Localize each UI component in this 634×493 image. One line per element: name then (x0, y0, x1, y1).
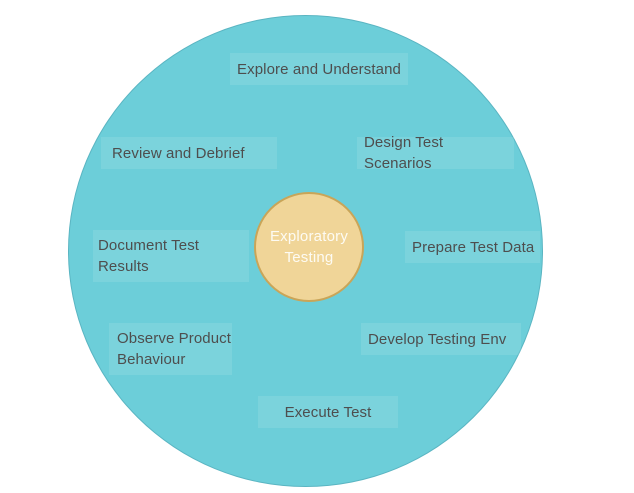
center-circle-label: Exploratory Testing (269, 228, 349, 266)
center-circle: Exploratory Testing (254, 192, 364, 302)
step-label-document-test-results: Document Test Results (93, 230, 249, 282)
step-label-design-test-scenarios: Design Test Scenarios (357, 134, 514, 172)
step-label-observe-product-behaviour: Observe Product Behaviour (109, 323, 232, 375)
step-label-execute-test: Execute Test (258, 396, 398, 428)
step-label-review-and-debrief: Review and Debrief (101, 137, 277, 169)
step-label-prepare-test-data: Prepare Test Data (405, 231, 540, 263)
step-label-explore-and-understand: Explore and Understand (230, 53, 408, 85)
step-label-develop-testing-env: Develop Testing Env (361, 323, 521, 355)
